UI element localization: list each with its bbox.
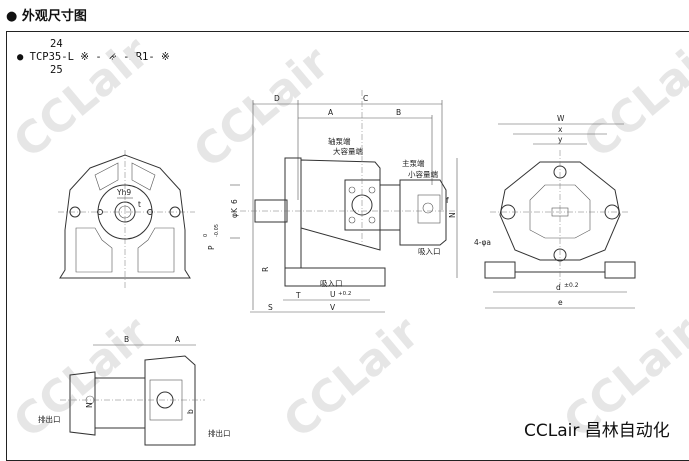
- dim-e: e: [558, 298, 563, 307]
- dim-d-tol: ±0.2: [564, 282, 579, 289]
- dim-d: d: [556, 283, 561, 292]
- suction-port-label-large: 吸入口: [320, 279, 343, 288]
- model-superscript: 24: [50, 38, 63, 50]
- key-height-label: t: [138, 200, 141, 209]
- mounting-holes-label: 4-φa: [474, 238, 491, 247]
- dimension-drawing: CCLair CCLair CCLair CCLair CCLair CCLai…: [4, 27, 689, 449]
- dim-A: A: [328, 108, 334, 117]
- watermark: CCLair: [274, 307, 429, 449]
- side-view: D C A B 轴泵端 大容量端 主泵端 小容量端 φK 6 P 0 -0.05…: [203, 90, 457, 313]
- dim-C: C: [363, 94, 368, 103]
- dim-S: S: [268, 303, 273, 312]
- dim-R: R: [261, 267, 270, 272]
- dim-P-tol-upper: 0: [203, 234, 209, 237]
- dim-x: x: [558, 125, 563, 134]
- dim-W: W: [557, 114, 565, 123]
- dim-K: φK: [230, 207, 239, 218]
- dim-B: B: [396, 108, 401, 117]
- dim-b: b: [186, 409, 195, 414]
- watermark: CCLair: [184, 37, 339, 179]
- model-subscript: 25: [50, 64, 63, 76]
- watermark: CCLair: [4, 27, 159, 169]
- large-capacity-label: 大容量端: [333, 146, 363, 156]
- discharge-port-label-large: 排出口: [208, 428, 231, 438]
- dim-N-bottom: N: [85, 402, 94, 408]
- dim-B-bottom: B: [124, 335, 129, 344]
- front-view: Yh9 t: [58, 150, 195, 290]
- watermarks: CCLair CCLair CCLair CCLair CCLair CCLai…: [4, 27, 689, 449]
- brand-label: CCLair 昌林自动化: [524, 421, 670, 441]
- dim-6: 6: [230, 199, 239, 204]
- bottom-view: B A N 排出口 排出口 b: [38, 335, 231, 446]
- discharge-port-label-small: 排出口: [38, 414, 61, 424]
- main-end-label: 主泵端: [402, 158, 425, 168]
- dim-y: y: [558, 135, 563, 144]
- dim-A-bottom: A: [175, 335, 181, 344]
- dim-U-tol: +0.2: [338, 291, 351, 297]
- section-title: ● 外观尺寸图: [6, 9, 87, 24]
- dim-P-tol-lower: -0.05: [214, 224, 220, 237]
- small-capacity-label: 小容量端: [408, 169, 438, 179]
- suction-port-label-small: 吸入口: [418, 247, 441, 256]
- key-width-label: Yh9: [116, 188, 131, 197]
- dim-P: P: [207, 245, 216, 250]
- dim-U: U: [330, 290, 336, 299]
- watermark: CCLair: [574, 27, 689, 169]
- dim-N: N: [448, 212, 457, 218]
- dim-V: V: [330, 303, 336, 312]
- dim-D: D: [274, 94, 280, 103]
- dim-f: f: [446, 196, 449, 205]
- dim-T: T: [295, 291, 301, 300]
- shaft-end-label: 轴泵端: [328, 136, 351, 146]
- model-number: ● TCP35-L ※ - ※ -MR1- ※: [17, 51, 170, 63]
- right-view: W x y 4-φa d ±0.2 e: [456, 114, 636, 309]
